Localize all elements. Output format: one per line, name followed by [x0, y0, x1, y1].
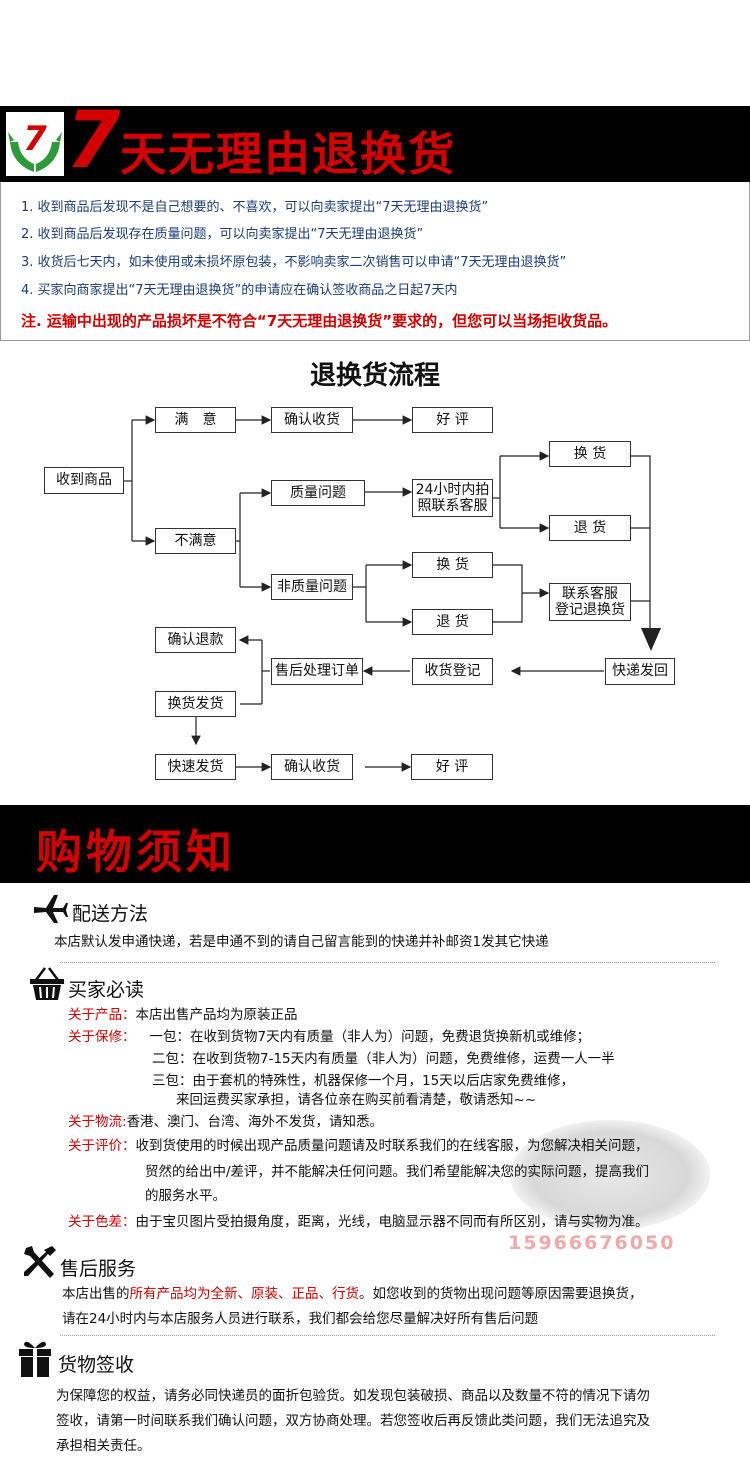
flow-exchange-1: 换 货: [549, 441, 631, 467]
flow-confirm-receipt-1: 确认收货: [271, 407, 353, 433]
shopping-basket-icon: [30, 967, 64, 1000]
watermark-phone: 15966676050: [508, 1232, 676, 1254]
flow-contact-24h: 24小时内拍 照联系客服: [412, 479, 493, 517]
seven-day-logo: 7: [6, 112, 64, 176]
policy-line-1: 1. 收到商品后发现不是自己想要的、不喜欢，可以向卖家提出“7天无理由退换货”: [21, 200, 489, 215]
flow-title: 退换货流程: [309, 361, 440, 391]
warranty-line-1: 关于保修： 一包：在收到货物7天内有质量（非人为）问题，免费退货换新机或维修；: [68, 1025, 590, 1045]
color-text: 由于宝贝图片受拍摄角度，距离，光线，电脑显示器不同而有所区别，请与实物为准。: [135, 1214, 649, 1230]
airplane-icon: [34, 895, 68, 923]
sign-text-2: 签收，请第一时间联系我们确认问题，双方协商处理。若您签收后再反馈此类问题，我们无…: [56, 1413, 650, 1429]
divider: [60, 962, 715, 963]
product-text: 本店出售产品均为原装正品: [135, 1007, 298, 1023]
flow-connectors: [124, 415, 661, 772]
warranty-text-2: 二包：在收到货物7-15天内有质量（非人为）问题，免费维修，运费一人一半: [152, 1051, 615, 1067]
review-text-2: 贸然的给出中/差评，并不能解决任何问题。我们希望能解决您的实际问题，提高我们: [145, 1164, 650, 1180]
flow-received: 收到商品: [44, 467, 124, 494]
policy-box: 1. 收到商品后发现不是自己想要的、不喜欢，可以向卖家提出“7天无理由退换货” …: [0, 182, 750, 341]
sign-text-1: 为保障您的权益，请务必同快递员的面折包验货。如发现包装破损、商品以及数量不符的情…: [56, 1388, 650, 1404]
warranty-text-1: 一包：在收到货物7天内有质量（非人为）问题，免费退货换新机或维修；: [149, 1029, 591, 1045]
aftersale-text-1b: 所有产品均为全新、原装、正品、行货: [129, 1286, 360, 1302]
aftersale-line-1: 本店出售的所有产品均为全新、原装、正品、行货。如您收到的货物出现问题等原因需要退…: [62, 1282, 643, 1302]
return-policy-banner: [0, 106, 750, 182]
sign-text-3: 承担相关责任。: [56, 1438, 151, 1454]
flow-fast-ship: 快速发货: [155, 754, 236, 780]
product-label: 关于产品：: [68, 1007, 136, 1023]
logistics-text: 香港、澳门、台湾、海外不发货，请知悉。: [126, 1114, 384, 1130]
hands-logo-icon: 7: [8, 119, 62, 172]
warranty-label: 关于保修：: [68, 1029, 136, 1045]
sign-title: 货物签收: [58, 1354, 135, 1376]
shopping-notice-title: 购物须知: [36, 825, 236, 879]
flow-exchange-ship: 换货发货: [155, 691, 236, 717]
product-line: 关于产品：本店出售产品均为原装正品: [68, 1003, 298, 1023]
logistics-label: 关于物流:: [68, 1114, 127, 1130]
policy-line-2: 2. 收到商品后发现存在质量问题，可以向卖家提出“7天无理由退换货”: [21, 227, 424, 242]
policy-line-4: 4. 买家向商家提出“7天无理由退换货”的申请应在确认签收商品之日起7天内: [21, 283, 458, 298]
warranty-text-4: 来回运费买家承担，请各位亲在购买前看清楚，敬请悉知~~: [176, 1092, 537, 1108]
flow-return-1: 退 货: [549, 515, 631, 541]
aftersale-text-1c: 。如您收到的货物出现问题等原因需要退换货，: [359, 1286, 643, 1302]
tools-icon: [24, 1246, 56, 1278]
flow-register-line1: 联系客服: [562, 585, 618, 602]
review-label: 关于评价：: [68, 1138, 136, 1154]
flow-good-review-1: 好 评: [412, 407, 493, 433]
flow-satisfied: 满 意: [155, 407, 236, 433]
watermark-logo: [510, 1120, 710, 1230]
flow-confirm-receipt-2: 确认收货: [271, 754, 353, 780]
policy-line-3: 3. 收货后七天内，如未使用或未损坏原包装，不影响卖家二次销售可以申请“7天无理…: [21, 255, 567, 270]
banner-title: 天无理由退换货: [120, 127, 456, 181]
policy-note: 注. 运输中出现的产品损坏是不符合“7天无理由退换货”要求的，但您可以当场拒收货…: [21, 312, 618, 330]
aftersale-title: 售后服务: [60, 1258, 137, 1280]
delivery-text: 本店默认发申通快递，若是申通不到的请自己留言能到的快递并补邮资1发其它快递: [54, 934, 549, 950]
flow-contact-24h-line1: 24小时内拍: [415, 481, 490, 498]
review-text-3: 的服务水平。: [145, 1188, 226, 1204]
delivery-title: 配送方法: [72, 903, 149, 925]
divider: [60, 1335, 715, 1336]
down-arrow-icon: [641, 628, 661, 651]
flow-good-review-2: 好 评: [411, 754, 493, 780]
flow-exchange-2: 换 货: [412, 552, 493, 578]
flow-confirm-refund: 确认退款: [155, 627, 236, 653]
flow-after-sales-order: 售后处理订单: [271, 658, 363, 685]
color-label: 关于色差：: [68, 1214, 136, 1230]
shopping-notice-banner: [0, 805, 750, 883]
gift-box-icon: [19, 1341, 51, 1377]
aftersale-text-2: 请在24小时内与本店服务人员进行联系，我们都会给您尽量解决好所有售后问题: [62, 1311, 539, 1327]
svg-text:7: 7: [23, 119, 47, 159]
big-seven-numeral: 7: [66, 96, 121, 186]
flow-express-return: 快递发回: [605, 658, 675, 685]
flow-register: 联系客服 登记退换货: [549, 583, 631, 621]
flow-return-2: 退 货: [412, 609, 493, 635]
flow-contact-24h-line2: 照联系客服: [417, 498, 488, 514]
review-text-1: 收到货使用的时候出现产品质量问题请及时联系我们的在线客服，为您解决相关问题，: [135, 1138, 649, 1154]
logistics-line: 关于物流:香港、澳门、台湾、海外不发货，请知悉。: [68, 1110, 383, 1130]
color-line: 关于色差：由于宝贝图片受拍摄角度，距离，光线，电脑显示器不同而有所区别，请与实物…: [68, 1210, 649, 1230]
aftersale-text-1a: 本店出售的: [62, 1286, 130, 1302]
flow-receipt-register: 收货登记: [412, 658, 493, 685]
flow-quality-issue: 质量问题: [271, 480, 365, 506]
flow-unsatisfied: 不满意: [155, 528, 236, 554]
buyer-title: 买家必读: [68, 979, 145, 1001]
review-line-1: 关于评价：收到货使用的时候出现产品质量问题请及时联系我们的在线客服，为您解决相关…: [68, 1134, 649, 1154]
flow-register-line2: 登记退换货: [555, 602, 625, 618]
warranty-text-3: 三包：由于套机的特殊性，机器保修一个月，15天以后店家免费维修，: [152, 1073, 575, 1089]
flow-non-quality-issue: 非质量问题: [271, 574, 353, 600]
